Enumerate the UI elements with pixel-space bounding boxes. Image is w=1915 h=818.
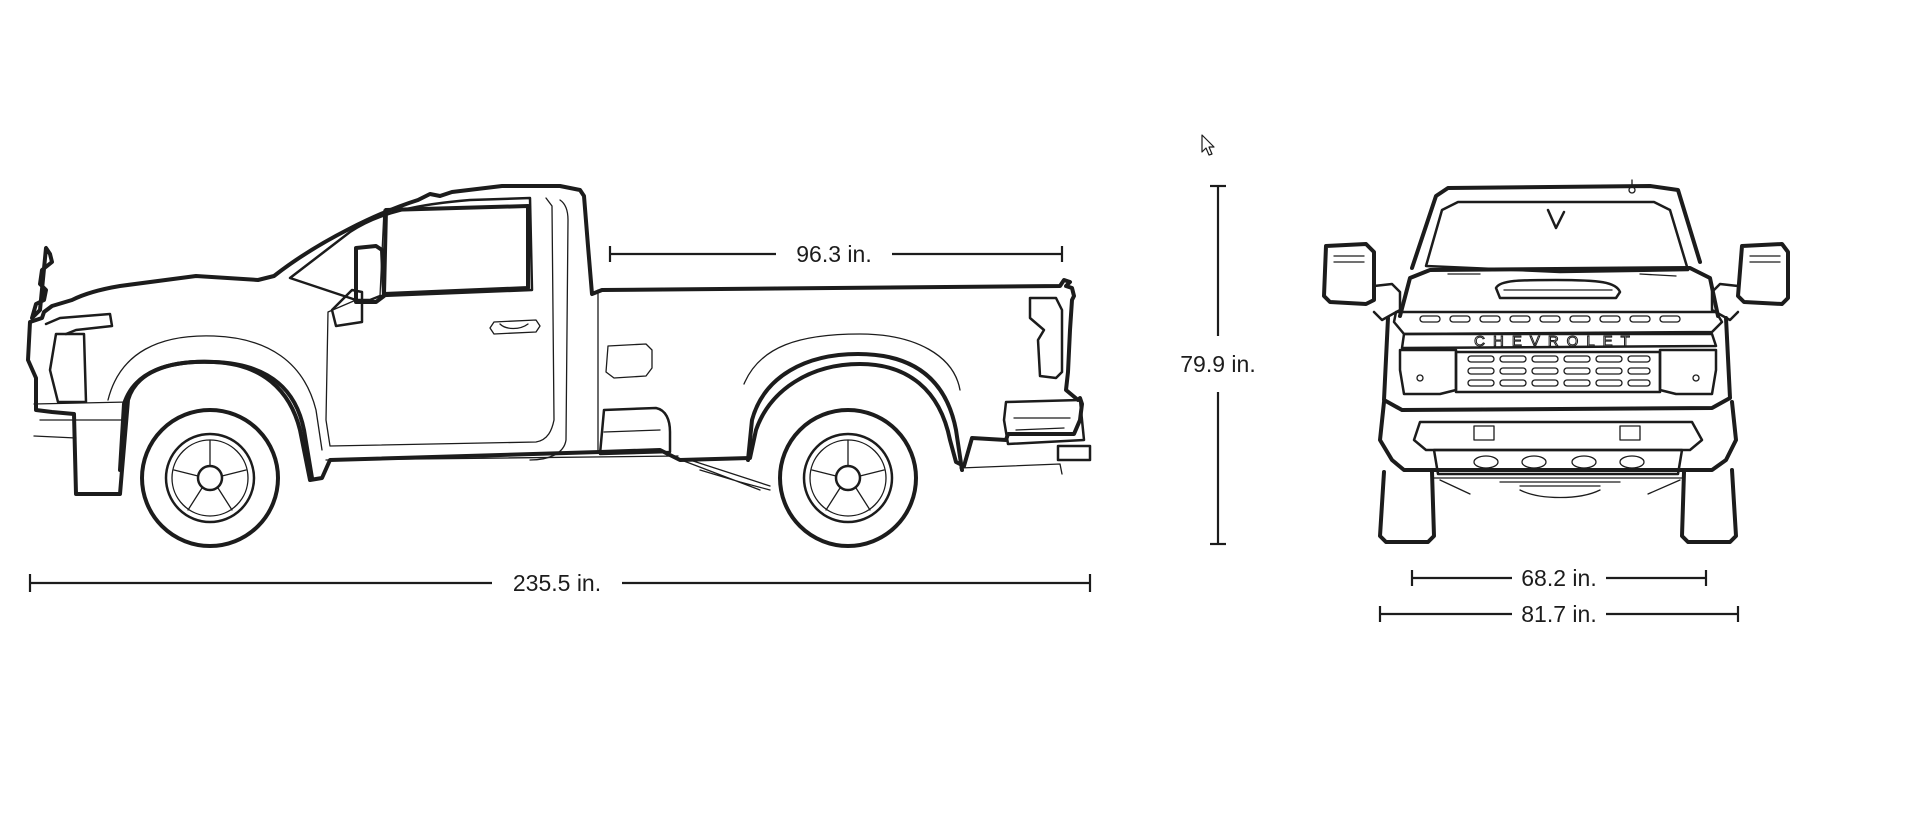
- lower-grille-slots: [1467, 355, 1651, 387]
- overall-width-dimension: 81.7 in.: [1378, 601, 1740, 627]
- truck-side-view-icon: [26, 184, 1092, 548]
- front-track-label: 68.2 in.: [1521, 565, 1596, 591]
- truck-front-view-icon: CHEVROLET: [1322, 179, 1790, 544]
- bed-length-dimension: 96.3 in.: [608, 241, 1064, 267]
- height-dimension: 79.9 in.: [1180, 184, 1256, 546]
- overall-width-label: 81.7 in.: [1521, 601, 1596, 627]
- height-label: 79.9 in.: [1180, 351, 1255, 377]
- upper-grille-slots: [1419, 315, 1681, 323]
- rear-wheel-icon: [778, 408, 918, 548]
- front-wheel-icon: [140, 408, 280, 548]
- overall-length-dimension: 235.5 in.: [28, 570, 1092, 596]
- front-badge-text: CHEVROLET: [1474, 333, 1638, 350]
- front-track-dimension: 68.2 in.: [1410, 565, 1708, 591]
- bed-length-label: 96.3 in.: [796, 241, 871, 267]
- overall-length-label: 235.5 in.: [513, 570, 601, 596]
- mouse-pointer-icon: [1201, 134, 1215, 156]
